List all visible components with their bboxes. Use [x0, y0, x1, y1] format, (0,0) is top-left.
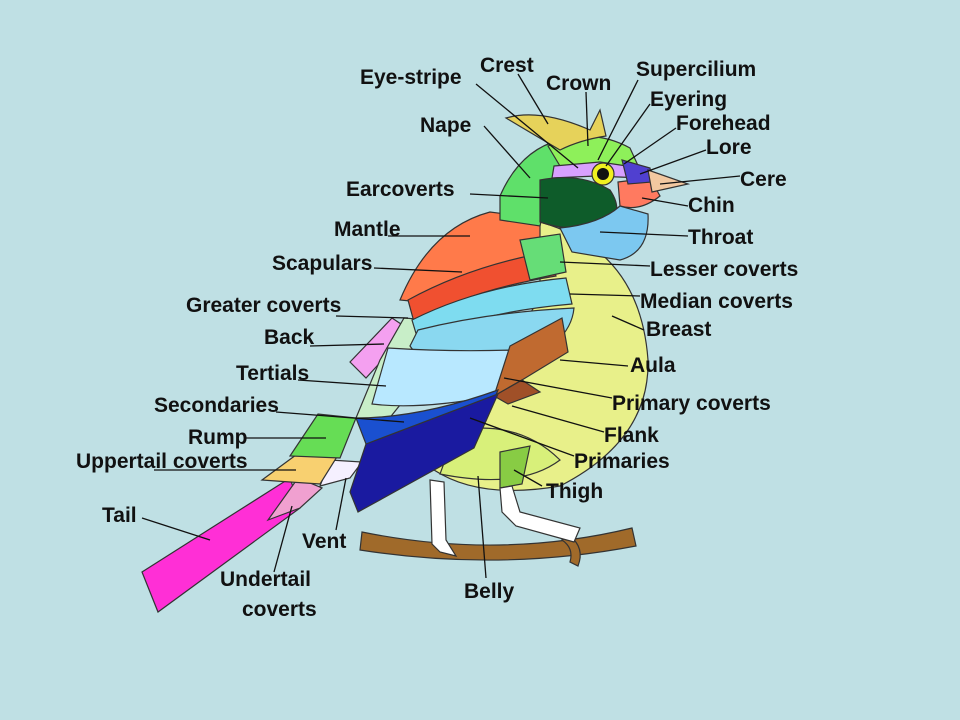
label-vent: Vent — [302, 530, 346, 553]
label-flank: Flank — [604, 424, 659, 447]
label-forehead: Forehead — [676, 112, 771, 135]
label-belly: Belly — [464, 580, 515, 603]
label-undertail-line1: Undertail — [220, 568, 311, 591]
leader-lines — [141, 73, 741, 579]
label-supercilium: Supercilium — [636, 58, 756, 81]
label-cere: Cere — [740, 168, 787, 191]
label-median-coverts: Median coverts — [640, 290, 793, 313]
label-chin: Chin — [688, 194, 735, 217]
label-earcoverts: Earcoverts — [346, 178, 455, 201]
label-eyering: Eyering — [650, 88, 727, 111]
bird-icon — [141, 108, 691, 613]
label-breast: Breast — [646, 318, 711, 341]
label-primary-coverts: Primary coverts — [612, 392, 771, 415]
label-tertials: Tertials — [236, 362, 309, 385]
label-mantle: Mantle — [334, 218, 401, 241]
label-tail: Tail — [102, 504, 137, 527]
label-aula: Aula — [630, 354, 676, 377]
label-lore: Lore — [706, 136, 752, 159]
label-crest: Crest — [480, 54, 534, 77]
perch-icon — [359, 527, 637, 567]
label-uppertail-coverts: Uppertail coverts — [76, 450, 248, 473]
label-lesser-coverts: Lesser coverts — [650, 258, 798, 281]
part-labels: Crest Eye-stripe Crown Supercilium Eyeri… — [76, 54, 798, 621]
label-throat: Throat — [688, 226, 753, 249]
label-primaries: Primaries — [574, 450, 670, 473]
label-scapulars: Scapulars — [272, 252, 372, 275]
label-greater-coverts: Greater coverts — [186, 294, 341, 317]
label-crown: Crown — [546, 72, 611, 95]
label-nape: Nape — [420, 114, 471, 137]
label-back: Back — [264, 326, 315, 349]
label-undertail-line2: coverts — [242, 598, 317, 621]
label-rump: Rump — [188, 426, 248, 449]
label-eye-stripe: Eye-stripe — [360, 66, 462, 89]
label-secondaries: Secondaries — [154, 394, 279, 417]
label-thigh: Thigh — [546, 480, 603, 503]
